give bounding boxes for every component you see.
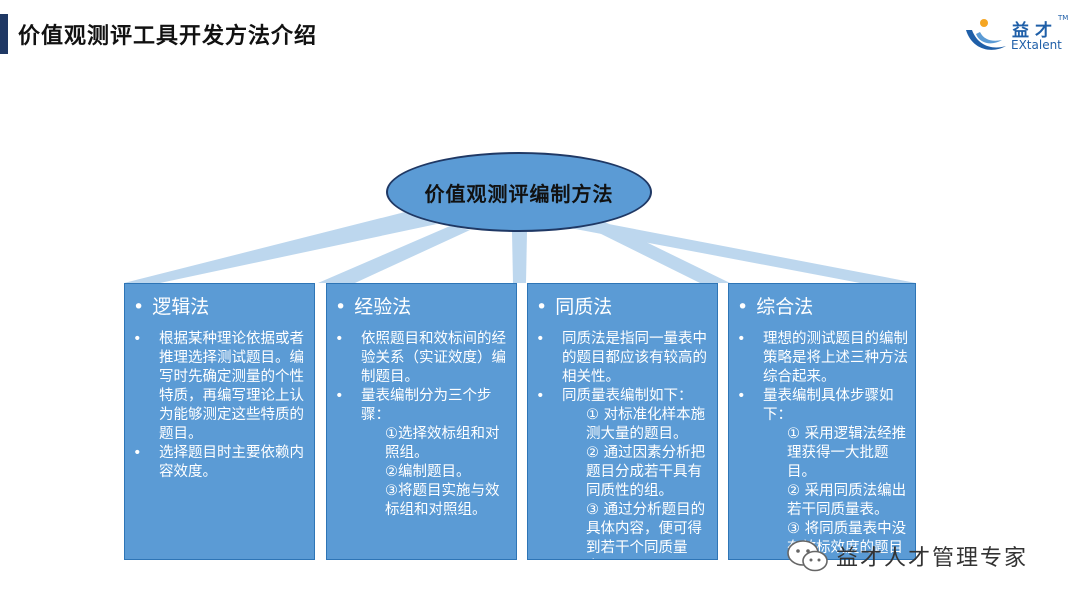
sub-item: ① 对标准化样本施测大量的题目。 [586, 407, 706, 442]
logo-trademark: TM [1058, 14, 1069, 22]
box-body: •根据某种理论依据或者推理选择测试题目。编写时先确定测量的个性特质，再编写理论上… [133, 330, 308, 482]
sub-item: ② 通过因素分析把题目分成若干具有同质性的组。 [586, 445, 706, 499]
method-box-logic: •逻辑法 •根据某种理论依据或者推理选择测试题目。编写时先确定测量的个性特质，再… [124, 283, 315, 560]
box-title-text: 同质法 [555, 296, 613, 318]
logo-english-text: EXtalent [1011, 38, 1062, 52]
box-body: •理想的测试题目的编制策略是将上述三种方法综合起来。 •量表编制具体步骤如下： … [737, 330, 909, 559]
list-item: •同质法是指同一量表中的题目都应该有较高的相关性。 [536, 331, 707, 385]
connector-synthesis-inner [585, 222, 730, 283]
center-topic-label: 价值观测评编制方法 [424, 181, 614, 206]
list-item: •理想的测试题目的编制策略是将上述三种方法综合起来。 [737, 331, 908, 385]
box-body: •同质法是指同一量表中的题目都应该有较高的相关性。 •同质量表编制如下： ① 对… [536, 330, 711, 559]
method-box-synthesis: •综合法 •理想的测试题目的编制策略是将上述三种方法综合起来。 •量表编制具体步… [728, 283, 916, 560]
logo-icon [966, 19, 1006, 50]
list-item: •根据某种理论依据或者推理选择测试题目。编写时先确定测量的个性特质，再编写理论上… [133, 331, 304, 442]
box-title: •逻辑法 [133, 296, 210, 318]
list-item: •选择题目时主要依赖内容效度。 [133, 445, 304, 480]
box-title: •综合法 [737, 296, 814, 318]
method-box-experience: •经验法 •依照题目和效标间的经验关系（实证效度）编制题目。 •量表编制分为三个… [326, 283, 517, 560]
list-item: •量表编制具体步骤如下： [737, 388, 894, 423]
title-accent-bar [0, 14, 8, 54]
wechat-watermark: 益才人才管理专家 [786, 538, 1028, 574]
extalent-logo: 益才 TM EXtalent [962, 14, 1072, 60]
connector-homogeneity [512, 232, 527, 283]
sub-item: ② 采用同质法编出若干同质量表。 [787, 483, 907, 518]
sub-item: ②编制题目。 [385, 464, 471, 480]
connector-synthesis [570, 222, 916, 283]
list-item: •同质量表编制如下： [536, 388, 693, 404]
sub-item: ③将题目实施与效标组和对照组。 [385, 483, 500, 518]
list-item: •量表编制分为三个步骤： [335, 388, 492, 423]
connector-experience [318, 226, 470, 283]
sub-item: ① 采用逻辑法经推理获得一大批题目。 [787, 426, 907, 480]
box-title: •同质法 [536, 296, 613, 318]
watermark-text: 益才人才管理专家 [836, 546, 1029, 571]
box-title-text: 经验法 [354, 296, 412, 318]
box-body: •依照题目和效标间的经验关系（实证效度）编制题目。 •量表编制分为三个步骤： ①… [335, 330, 510, 520]
center-topic-ellipse: 价值观测评编制方法 [386, 152, 652, 232]
method-box-homogeneity: •同质法 •同质法是指同一量表中的题目都应该有较高的相关性。 •同质量表编制如下… [527, 283, 718, 560]
sub-item: ①选择效标组和对照组。 [385, 426, 500, 461]
connector-logic [124, 212, 437, 283]
logo-chinese-text: 益才 [1012, 21, 1058, 41]
list-item: •依照题目和效标间的经验关系（实证效度）编制题目。 [335, 331, 506, 385]
box-title: •经验法 [335, 296, 412, 318]
wechat-icon [787, 540, 828, 572]
page-title: 价值观测评工具开发方法介绍 [18, 24, 318, 49]
sub-item: ③ 通过分析题目的具体内容，便可得到若干个同质量表。 [586, 502, 706, 556]
box-title-text: 综合法 [756, 296, 814, 318]
box-title-text: 逻辑法 [152, 296, 210, 318]
